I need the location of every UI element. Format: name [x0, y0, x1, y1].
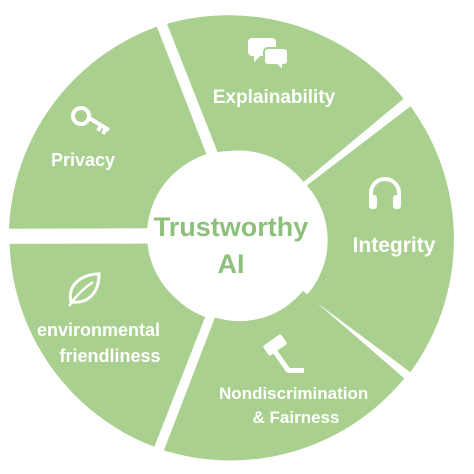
center-title-line2: AI: [218, 249, 245, 279]
segment-label-nondiscrimination: Nondiscrimination & Fairness: [219, 384, 373, 427]
segment-label-privacy: Privacy: [51, 150, 115, 170]
segment-environmental: [9, 243, 206, 447]
segment-explainability: [167, 15, 404, 182]
segment-nondiscrimination: [163, 290, 405, 461]
leaf-icon: [67, 272, 101, 307]
segment-label-integrity: Integrity: [353, 234, 436, 257]
segment-label-explainability: Explainability: [213, 87, 336, 108]
key-icon: [71, 106, 111, 135]
segment-integrity: [306, 106, 454, 373]
center-title-line1: Trustworthy: [154, 212, 309, 242]
wheel-segments: [9, 15, 454, 461]
gavel-icon: [263, 334, 304, 373]
center-disk: [147, 151, 315, 319]
headphones-icon: [369, 177, 401, 209]
segment-label-environmental: environmental friendliness: [37, 320, 165, 366]
speech-bubbles-icon: [248, 38, 289, 74]
